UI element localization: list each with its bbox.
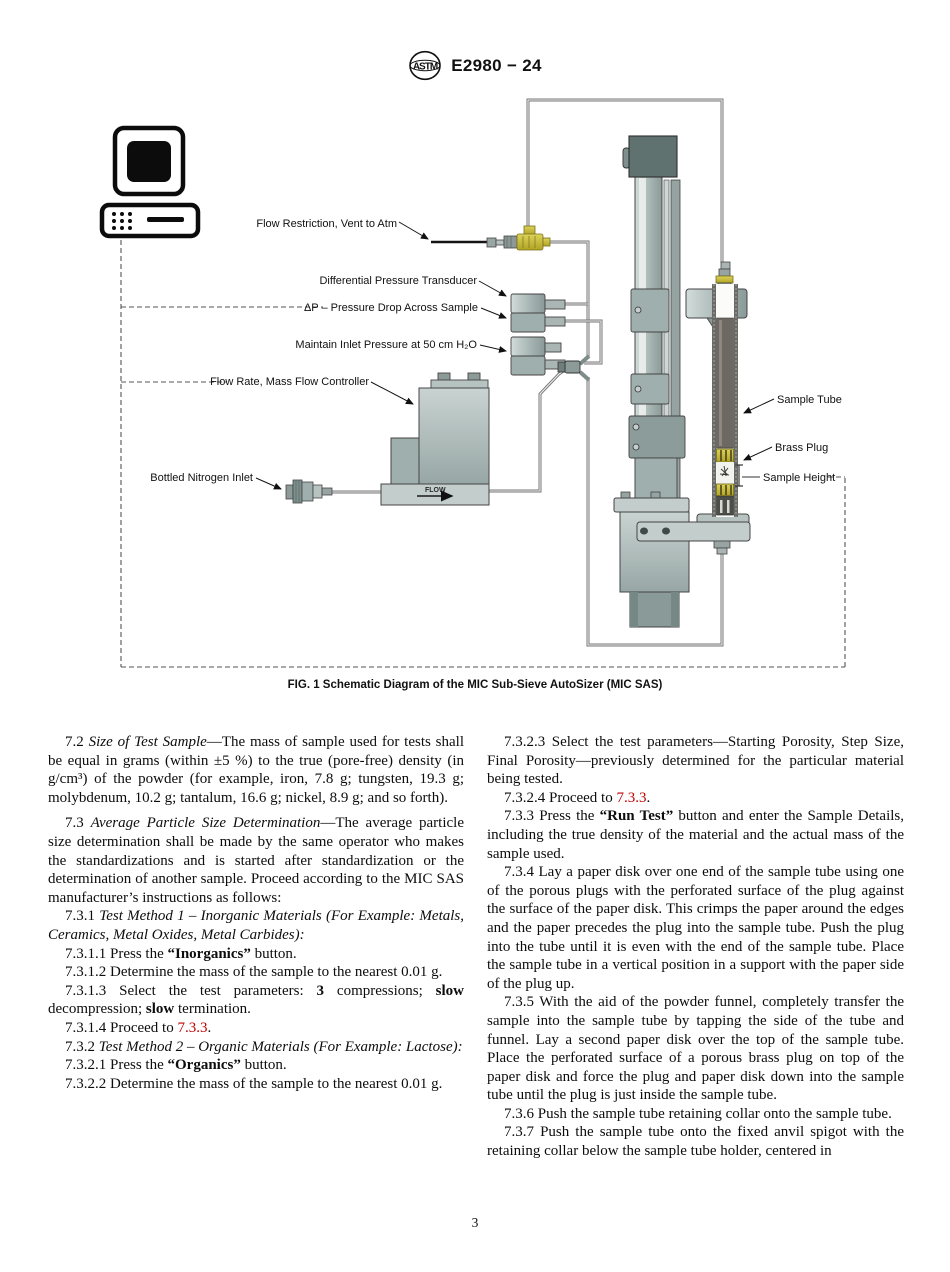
system-unit-slot — [147, 217, 184, 222]
text-run: Average Particle Size Determination — [90, 815, 321, 832]
column-top-cap — [628, 135, 678, 178]
text-run: compressions; — [324, 982, 436, 999]
section-link[interactable]: 7.3.3 — [616, 789, 647, 806]
monitor-screen — [127, 141, 171, 182]
dashed-signal-lines — [120, 240, 846, 668]
text-run: 7.3 — [65, 815, 91, 832]
page-header: ASTM E2980 − 24 — [0, 50, 950, 81]
sample-tube — [712, 284, 738, 517]
inlet-pressure-transducer — [510, 336, 566, 376]
paragraph: 7.3.1.1 Press the “Inorganics” button. — [48, 945, 464, 964]
astm-logo-text: ASTM — [413, 62, 438, 73]
label-pressure-drop: ΔP – Pressure Drop Across Sample — [304, 302, 478, 314]
nitrogen-inlet-connector — [285, 479, 333, 504]
text-run: slow — [145, 1001, 175, 1018]
paragraph: 7.3.1.3 Select the test parameters: 3 co… — [48, 982, 464, 1019]
paragraph: 7.3 Average Particle Size Determination—… — [48, 814, 464, 907]
text-run: 7.2 — [65, 734, 89, 750]
astm-logo-icon: ASTM — [409, 50, 442, 81]
text-run: decompression; — [48, 1001, 146, 1018]
text-run: —The mass of sample used for tests shall… — [48, 734, 465, 806]
computer-icon — [99, 125, 201, 239]
section-link[interactable]: 7.3.3 — [177, 1019, 208, 1036]
text-run: slow — [435, 982, 464, 999]
text-run: 7.3.2 — [65, 1038, 99, 1055]
text-run: 7.3.1.2 Determine the mass of the sample… — [65, 964, 443, 981]
text-run: 7.3.2.2 Determine the mass of the sample… — [65, 1075, 443, 1092]
paragraph: 7.3.1.4 Proceed to 7.3.3. — [48, 1019, 464, 1038]
text-run: button. — [240, 1057, 287, 1074]
autosizer-column — [613, 135, 690, 628]
paragraph: 7.3.6 Push the sample tube retaining col… — [487, 1105, 904, 1124]
text-run: 7.3.6 Push the sample tube retaining col… — [504, 1105, 892, 1122]
differential-pressure-transducer — [510, 293, 566, 333]
document-code: E2980 − 24 — [451, 55, 542, 75]
figure-schematic: FLOW — [99, 98, 846, 668]
paragraph: 7.3.2.3 Select the test parameters—Start… — [487, 733, 904, 789]
label-diff-pressure: Differential Pressure Transducer — [319, 275, 477, 287]
y-junction-fitting — [557, 354, 591, 382]
label-sample-tube: Sample Tube — [777, 394, 842, 406]
paragraph: 7.3.2.1 Press the “Organics” button. — [48, 1056, 464, 1075]
tubing — [332, 98, 724, 647]
text-run: . — [646, 789, 651, 806]
text-column-left: 7.2 Size of Test Sample—The mass of samp… — [48, 733, 464, 1093]
text-run: 7.3.1.3 Select the test parameters: — [65, 982, 317, 999]
anvil-spigot — [716, 495, 734, 516]
text-run: termination. — [174, 1001, 251, 1018]
text-run: 7.3.5 With the aid of the powder funnel,… — [487, 994, 904, 1104]
text-run: button. — [250, 945, 297, 962]
sample-height-measure — [735, 464, 760, 487]
page-number: 3 — [471, 1215, 479, 1230]
label-pointers — [255, 221, 775, 490]
label-inlet-pressure: Maintain Inlet Pressure at 50 cm H₂O — [295, 339, 477, 351]
text-run: 7.3.7 Push the sample tube onto the fixe… — [487, 1124, 904, 1160]
paragraph: 7.3.4 Lay a paper disk over one end of t… — [487, 863, 904, 993]
system-unit-dots — [112, 212, 132, 230]
paragraph: 7.3.1 Test Method 1 – Inorganic Material… — [48, 907, 464, 944]
text-run: 7.3.4 Lay a paper disk over one end of t… — [487, 864, 904, 992]
text-run: 7.3.1.1 Press the — [65, 945, 168, 962]
flow-restriction-valve — [486, 225, 551, 251]
text-run: Test Method 2 – Organic Materials (For E… — [98, 1038, 463, 1055]
text-run: 7.3.2.3 Select the test parameters—Start… — [487, 734, 904, 788]
paragraph: 7.3.3 Press the “Run Test” button and en… — [487, 807, 904, 863]
paragraph: 7.3.2.2 Determine the mass of the sample… — [48, 1075, 464, 1094]
label-flow-restriction: Flow Restriction, Vent to Atm — [256, 218, 397, 230]
paragraph: 7.3.1.2 Determine the mass of the sample… — [48, 963, 464, 982]
text-run: “Run Test” — [599, 808, 674, 825]
paragraph: 7.2 Size of Test Sample—The mass of samp… — [48, 733, 464, 807]
paragraph: 7.3.2.4 Proceed to 7.3.3. — [487, 789, 904, 808]
text-run: 7.3.1.4 Proceed to — [65, 1019, 178, 1036]
text-run: 7.3.3 Press the — [504, 808, 600, 825]
label-nitrogen: Bottled Nitrogen Inlet — [150, 472, 253, 484]
column-pedestal — [629, 591, 680, 628]
text-run: Size of Test Sample — [88, 734, 207, 750]
anvil-arm — [636, 513, 751, 555]
text-run: 3 — [316, 982, 325, 999]
mass-flow-controller: FLOW — [380, 372, 490, 506]
text-run: button and enter the Sample Details, inc… — [487, 808, 904, 862]
paragraph: 7.3.5 With the aid of the powder funnel,… — [487, 993, 904, 1105]
text-run: “Organics” — [167, 1057, 241, 1074]
paragraph: 7.3.7 Push the sample tube onto the fixe… — [487, 1123, 904, 1160]
text-run: “Inorganics” — [167, 945, 251, 962]
text-run: Test Method 1 – Inorganic Materials (For… — [48, 908, 464, 943]
figure-caption: FIG. 1 Schematic Diagram of the MIC Sub-… — [287, 679, 663, 691]
text-run: —The average particle size determination… — [48, 815, 464, 906]
paragraph: 7.3.2 Test Method 2 – Organic Materials … — [48, 1038, 464, 1057]
text-run: 7.3.1 — [65, 908, 100, 925]
label-sample-height: Sample Height — [763, 472, 835, 484]
label-brass-plug: Brass Plug — [775, 442, 828, 454]
text-column-right: 7.3.2.3 Select the test parameters—Start… — [487, 733, 904, 1161]
text-run: 7.3.2.4 Proceed to — [504, 789, 617, 806]
text-run: 7.3.2.1 Press the — [65, 1057, 168, 1074]
text-run: . — [207, 1019, 212, 1036]
label-flow-rate: Flow Rate, Mass Flow Controller — [210, 376, 369, 388]
flow-arrow-label: FLOW — [425, 487, 446, 494]
